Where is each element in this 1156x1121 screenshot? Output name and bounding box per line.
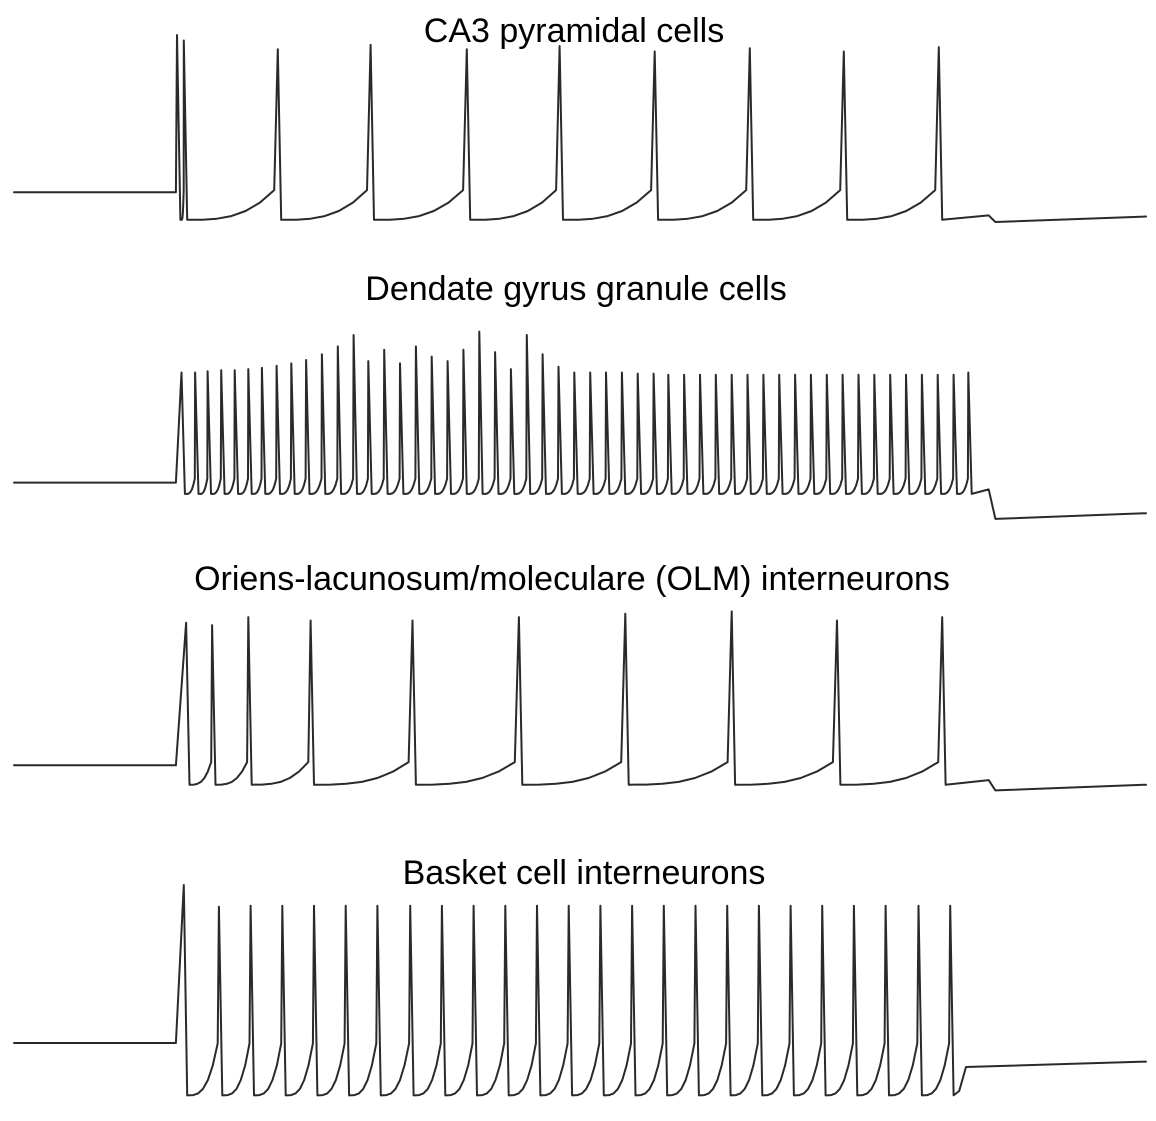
voltage-trace [13,34,1147,223]
panel-dentate-gyrus-granule: Dendate gyrus granule cells [13,270,1147,520]
panel-title: Oriens-lacunosum/moleculare (OLM) intern… [194,560,950,598]
voltage-trace [13,330,1147,520]
trace-group [13,34,1147,223]
voltage-trace [13,884,1147,1097]
panel-title: Basket cell interneurons [403,854,766,892]
panel-basket-cell-interneurons: Basket cell interneurons [13,854,1147,1097]
trace-group [13,610,1147,792]
trace-group [13,884,1147,1097]
panel-ca3-pyramidal: CA3 pyramidal cells [13,12,1147,223]
panel-olm-interneurons: Oriens-lacunosum/moleculare (OLM) intern… [13,560,1147,792]
voltage-trace [13,610,1147,792]
panel-title: Dendate gyrus granule cells [365,270,786,308]
trace-group [13,330,1147,520]
panel-title: CA3 pyramidal cells [424,12,724,50]
